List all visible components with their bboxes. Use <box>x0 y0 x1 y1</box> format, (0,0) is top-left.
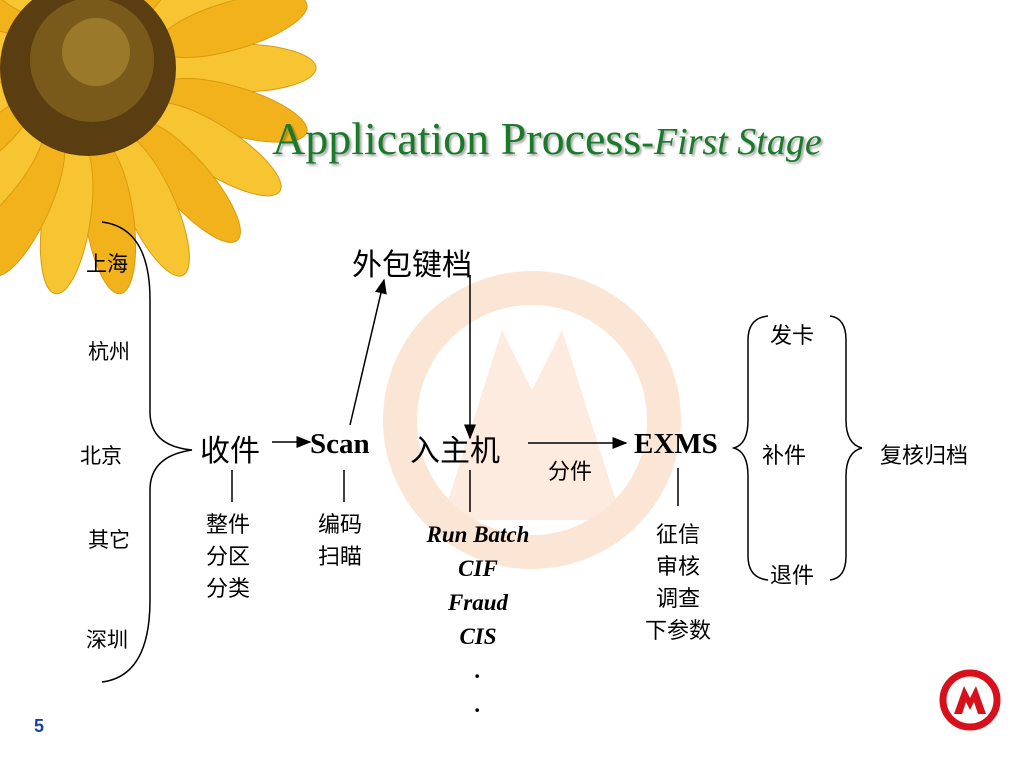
city-hangzhou: 杭州 <box>88 340 130 364</box>
host-node: 入主机 <box>410 434 500 469</box>
outcomes-left-brace <box>731 315 769 581</box>
host-note: Fraud <box>447 590 509 615</box>
distribute-label: 分件 <box>548 460 593 485</box>
scan-notes: 编码 扫瞄 <box>318 510 362 574</box>
exms-note: 审核 <box>655 555 700 580</box>
host-note: . <box>475 692 481 717</box>
page-title: Application Process-First Stage <box>272 112 822 165</box>
page-number: 5 <box>34 716 45 736</box>
receive-notes: 整件 分区 分类 <box>206 510 250 606</box>
receive-note: 整件 <box>206 513 251 538</box>
outcome-supplement: 补件 <box>762 444 807 469</box>
scan-note: 编码 <box>318 513 363 538</box>
host-note: CIS <box>459 624 497 649</box>
title-main: Application Process <box>272 113 642 164</box>
bank-logo-icon <box>939 669 1001 731</box>
title-suffix: -First Stage <box>641 121 822 163</box>
outcome-issue-card: 发卡 <box>770 324 815 349</box>
cities-brace <box>101 221 193 683</box>
exms-node: EXMS <box>634 428 718 460</box>
city-beijing: 北京 <box>80 444 122 468</box>
outcomes-right-brace <box>829 315 863 581</box>
final-archive: 复核归档 <box>880 444 969 469</box>
city-shanghai: 上海 <box>86 252 128 276</box>
host-note: CIF <box>458 556 498 581</box>
receive-note: 分区 <box>206 545 251 570</box>
host-note: Run Batch <box>426 522 530 547</box>
city-shenzhen: 深圳 <box>86 628 128 652</box>
scan-to-outsourcing-arrow <box>349 278 387 426</box>
host-note: . <box>475 658 481 683</box>
scan-node: Scan <box>310 428 370 460</box>
host-notes: Run Batch CIF Fraud CIS . . <box>410 518 546 722</box>
city-other: 其它 <box>88 528 130 552</box>
outsourcing-node: 外包键档 <box>352 248 472 283</box>
scan-note: 扫瞄 <box>318 545 363 570</box>
outcome-return: 退件 <box>770 564 815 589</box>
exms-note: 下参数 <box>644 619 711 644</box>
exms-note: 调查 <box>655 587 700 612</box>
exms-notes: 征信 审核 调查 下参数 <box>630 520 726 648</box>
exms-note: 征信 <box>655 523 700 548</box>
receive-node: 收件 <box>200 434 260 469</box>
receive-note: 分类 <box>206 577 251 602</box>
